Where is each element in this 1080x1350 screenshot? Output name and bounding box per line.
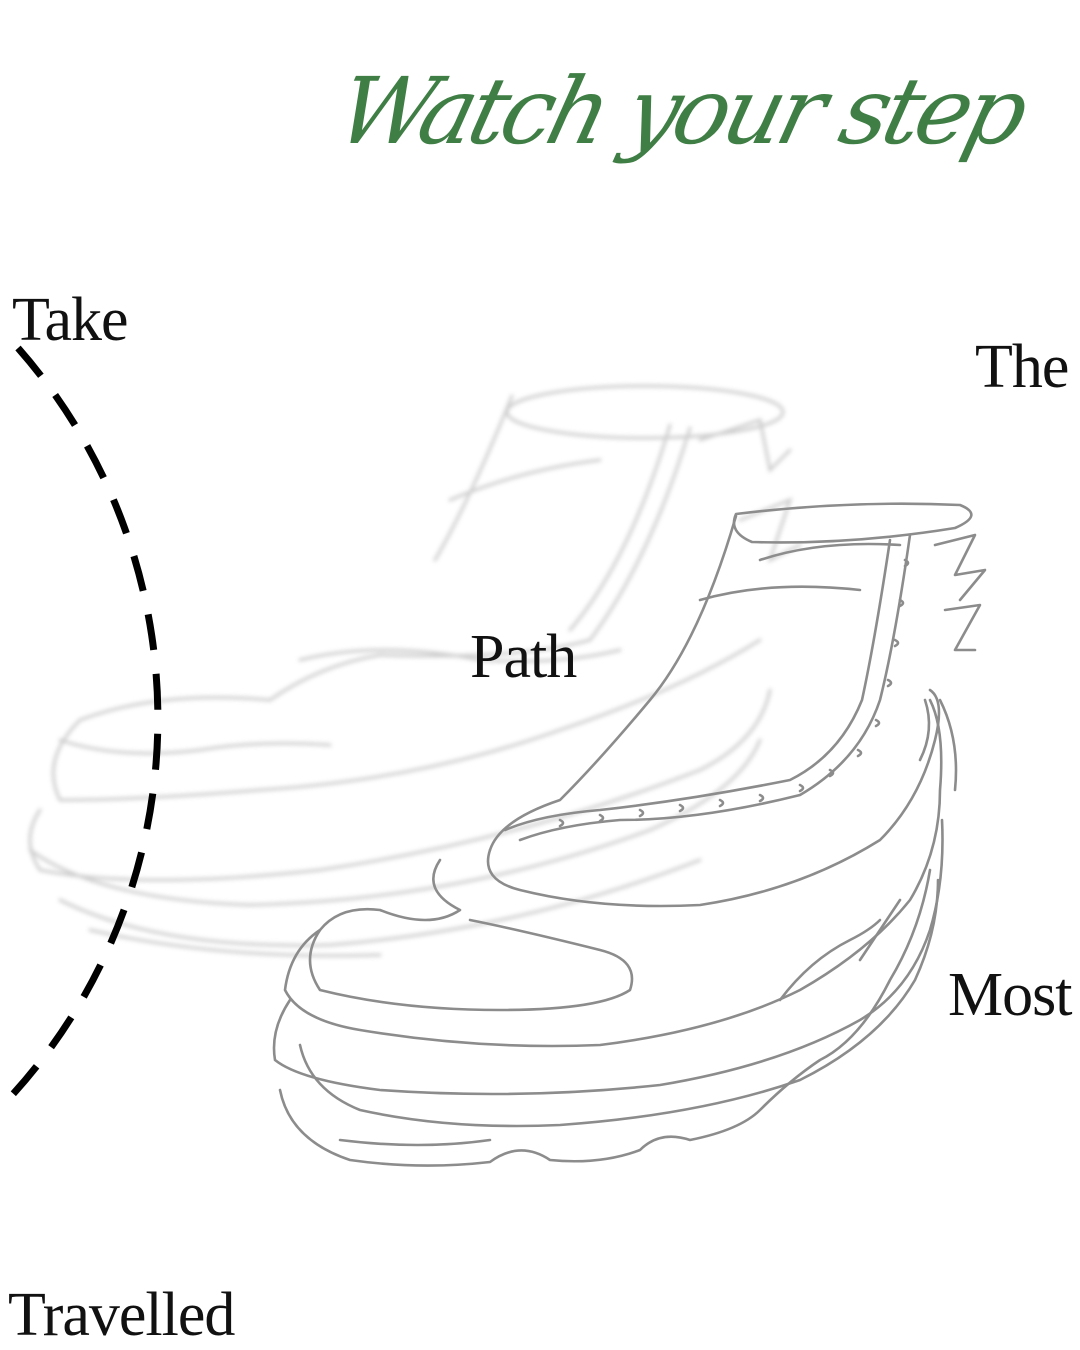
word-most: Most	[948, 961, 1072, 1029]
dashed-path-arc	[0, 345, 162, 1111]
word-path: Path	[470, 623, 577, 691]
word-travelled: Travelled	[8, 1281, 235, 1349]
shoe-drawing	[272, 502, 987, 1167]
ghost-shoe-drawing	[28, 384, 802, 958]
word-the: The	[975, 333, 1069, 401]
word-take: Take	[12, 286, 129, 354]
